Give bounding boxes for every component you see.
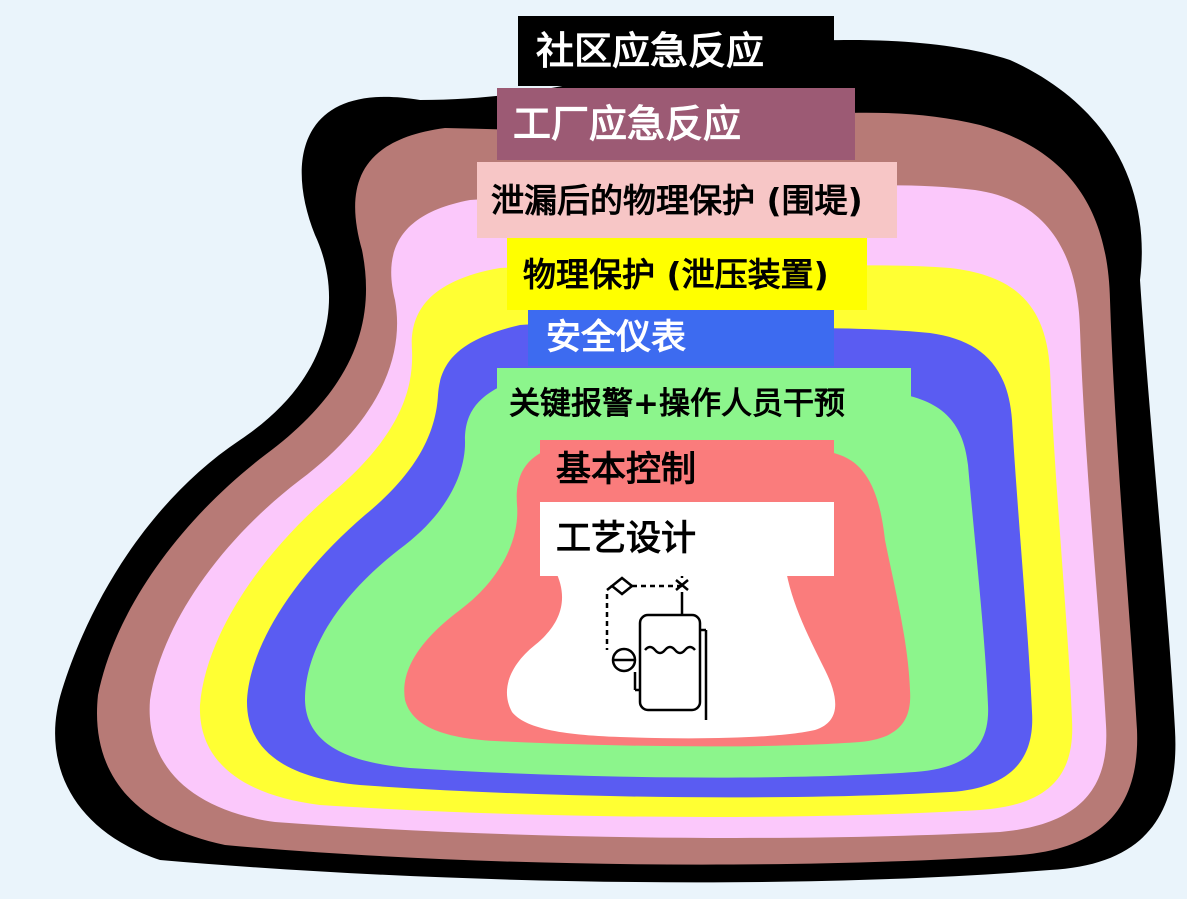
label-plant-emergency-response: 工厂应急反应	[497, 88, 855, 160]
label-community-emergency-response: 社区应急反应	[518, 16, 834, 86]
label-physical-protection-relief: 物理保护 (泄压装置)	[507, 238, 867, 310]
label-critical-alarms-operator-intervention: 关键报警+操作人员干预	[497, 368, 911, 440]
label-process-design: 工艺设计	[540, 502, 834, 576]
label-basic-process-control: 基本控制	[540, 440, 834, 500]
label-safety-instrumented-system: 安全仪表	[528, 310, 834, 366]
label-post-release-physical-protection: 泄漏后的物理保护 (围堤)	[477, 162, 897, 238]
process-vessel-icon	[605, 570, 708, 720]
